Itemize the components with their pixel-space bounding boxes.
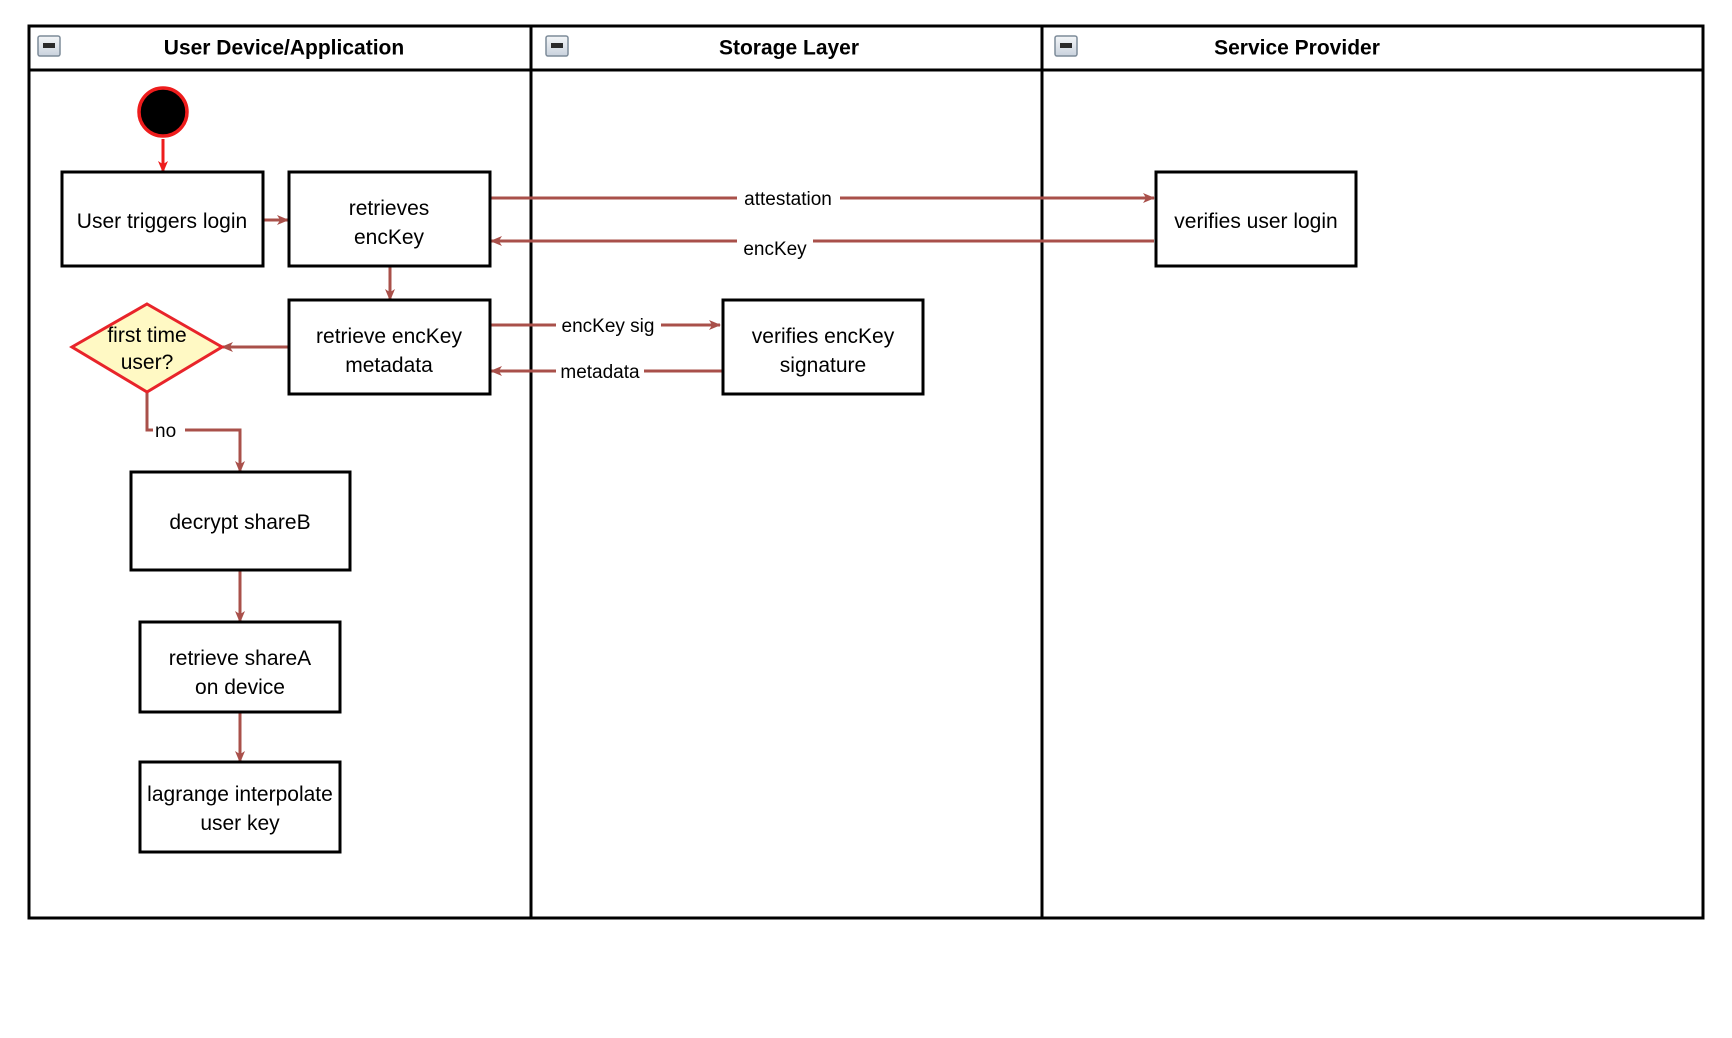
node-verifies-enckey-signature[interactable]: verifies encKey signature (721, 298, 925, 396)
lane-title-service-provider: Service Provider (1214, 37, 1380, 60)
node-verifies-user-login[interactable]: verifies user login (1154, 170, 1358, 268)
node-user-triggers-login[interactable]: User triggers login (60, 170, 265, 268)
node-label-retrieve-sharea-line2: on device (195, 676, 285, 699)
edge-label-metadata: metadata (556, 360, 644, 383)
lane-header-service-provider[interactable]: Service Provider (1054, 35, 1380, 60)
lane-header-user-device[interactable]: User Device/Application (37, 35, 404, 60)
node-label-retrieves-enckey-line2: encKey (354, 226, 425, 249)
edge-label-no-text: no (155, 421, 176, 442)
node-retrieve-enckey-metadata[interactable]: retrieve encKey metadata (287, 298, 492, 396)
edge-label-enckey: encKey (737, 237, 813, 260)
node-label-verifies-sig-line2: signature (780, 354, 866, 377)
collapse-minus-glyph (551, 43, 563, 48)
lane-title-user-device: User Device/Application (164, 37, 404, 60)
node-lagrange-interpolate-user-key[interactable]: lagrange interpolate user key (138, 760, 342, 854)
node-box (60, 170, 265, 268)
start-node-icon (137, 86, 189, 138)
lane-header-storage[interactable]: Storage Layer (545, 35, 859, 60)
node-box (721, 298, 925, 396)
node-label-decision-line2: user? (121, 351, 174, 374)
edge-label-attestation: attestation (737, 187, 840, 210)
node-first-time-user-decision[interactable]: first time user? (69, 302, 225, 394)
node-retrieves-enckey[interactable]: retrieves encKey (287, 170, 492, 268)
node-box (1154, 170, 1358, 268)
node-label-lagrange-line1: lagrange interpolate (147, 783, 333, 806)
edge-label-metadata-text: metadata (560, 362, 640, 383)
node-label-retrieves-enckey-line1: retrieves (349, 197, 430, 220)
node-label-decrypt-shareb: decrypt shareB (169, 511, 310, 534)
node-box (129, 470, 352, 572)
node-label-verifies-user-login: verifies user login (1174, 210, 1337, 233)
node-label-retrieve-metadata-line2: metadata (345, 354, 433, 377)
node-box (287, 298, 492, 396)
node-label-retrieve-sharea-line1: retrieve shareA (169, 647, 311, 670)
decision-diamond (69, 302, 225, 394)
node-retrieve-sharea-on-device[interactable]: retrieve shareA on device (138, 620, 342, 714)
node-label-verifies-sig-line1: verifies encKey (752, 325, 895, 348)
node-decrypt-shareb[interactable]: decrypt shareB (129, 470, 352, 572)
lane-title-storage: Storage Layer (719, 37, 859, 60)
collapse-minus-glyph (1060, 43, 1072, 48)
edge-label-no: no (153, 419, 185, 442)
node-label-lagrange-line2: user key (200, 812, 280, 835)
node-box (138, 620, 342, 714)
collapse-minus-glyph (43, 43, 55, 48)
node-label-decision-line1: first time (107, 324, 186, 347)
edge-decision-no (145, 392, 245, 473)
node-box (138, 760, 342, 854)
edge-label-attestation-text: attestation (744, 189, 832, 210)
edge-label-enckey-text: encKey (743, 239, 807, 260)
node-label-user-triggers-login: User triggers login (77, 210, 247, 233)
edge-label-enckey-sig: encKey sig (556, 314, 661, 337)
node-start[interactable] (137, 86, 189, 138)
edge-label-enckey-sig-text: encKey sig (562, 316, 655, 337)
node-label-retrieve-metadata-line1: retrieve encKey (316, 325, 462, 348)
node-box (287, 170, 492, 268)
